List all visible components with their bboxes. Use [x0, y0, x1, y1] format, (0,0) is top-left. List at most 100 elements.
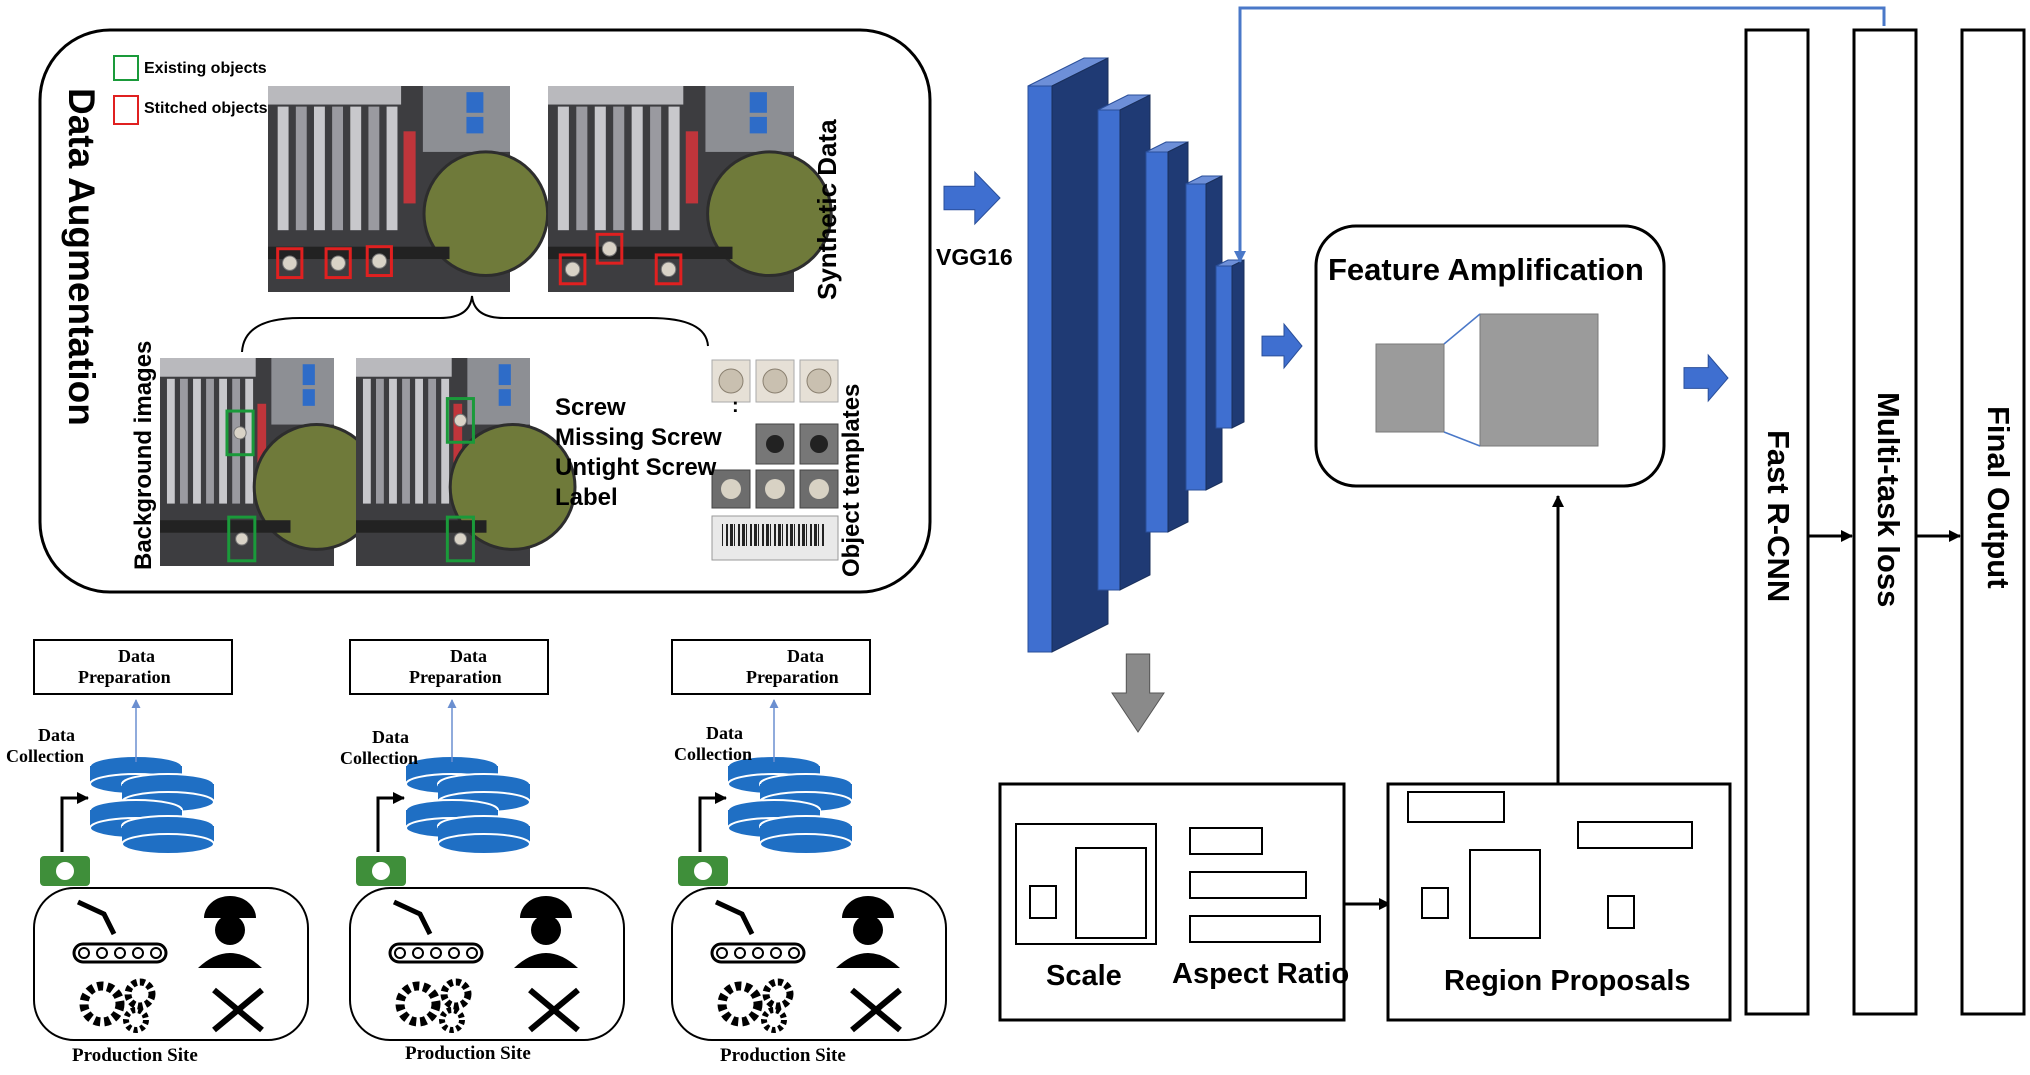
fast-rcnn-box: [1744, 28, 1810, 1016]
vgg-layer-3: [1145, 141, 1189, 533]
region-proposals-box: [1386, 782, 1732, 1022]
expansion-slot: [613, 106, 625, 231]
site2-collect-line1: Data: [372, 727, 409, 747]
worker-head-icon: [853, 915, 883, 945]
robot-arm-icon: [76, 899, 117, 936]
amplify-line-bottom: [1443, 431, 1481, 447]
screw: [235, 532, 249, 546]
site2-production-label: Production Site: [405, 1043, 531, 1064]
production-site-2: [349, 639, 625, 1041]
layer-side: [1119, 94, 1151, 591]
expansion-slot: [362, 378, 371, 504]
worker-body-icon: [198, 953, 262, 968]
vgg-layer-1: [1027, 57, 1109, 653]
robot-arm-icon: [714, 899, 755, 936]
object-templates-label: Object templates: [838, 383, 865, 577]
data-augmentation-title: Data Augmentation: [61, 88, 102, 426]
conveyor-icon: [710, 942, 806, 964]
layer-front: [1215, 265, 1233, 429]
stitched-object-box: [595, 232, 624, 265]
conveyor-roller: [448, 947, 460, 959]
scale-small-box: [1029, 885, 1057, 919]
collection-arrow: [376, 792, 405, 852]
expansion-slot: [206, 378, 214, 504]
conveyor-roller: [132, 947, 144, 959]
multitask-loss-label: Multi-task loss: [1871, 392, 1906, 608]
stitched-object-box: [558, 253, 587, 286]
final-output-label: Final Output: [1981, 406, 2016, 589]
skip-connection: [1234, 6, 1886, 263]
barcode-bar: [754, 524, 757, 546]
class-screw: Screw: [555, 394, 626, 421]
hole: [810, 435, 828, 453]
conveyor-roller: [150, 947, 162, 959]
card-strip: [453, 403, 463, 477]
board-bottom: [160, 520, 291, 533]
proposal-5: [1607, 895, 1635, 929]
barcode-bar: [726, 524, 728, 546]
fast-rcnn-label: Fast R-CNN: [1761, 430, 1796, 603]
conveyor-roller: [734, 947, 746, 959]
conveyor-roller: [430, 947, 442, 959]
screw-head: [806, 368, 832, 394]
stitched-object-box: [365, 245, 393, 278]
expansion-slot: [219, 378, 227, 504]
small-feature-map: [1375, 343, 1445, 433]
site1-production-label: Production Site: [72, 1045, 198, 1066]
conveyor-icon: [388, 942, 484, 964]
board-rail: [160, 358, 256, 377]
barcode-bar: [778, 524, 781, 546]
region-proposals-label: Region Proposals: [1444, 965, 1691, 997]
barcode-bar: [770, 524, 771, 546]
barcode-bar: [794, 524, 795, 546]
barcode-bar: [766, 524, 769, 546]
layer-side: [1231, 259, 1245, 429]
conveyor-roller: [78, 947, 90, 959]
scale-outer-box: [1015, 823, 1157, 945]
expansion-slot: [350, 106, 362, 231]
arrow-to-vgg: [943, 170, 1001, 226]
screw: [601, 241, 618, 257]
site1-collect-line2: Collection: [6, 746, 84, 766]
arrow-to-feature-amplification: [1261, 322, 1303, 370]
legend-stitched-box: [113, 95, 139, 125]
usb-port: [466, 116, 484, 134]
barcode-bar: [730, 524, 733, 546]
card-strip: [685, 131, 699, 204]
conveyor-roller: [466, 947, 478, 959]
final-output-box: [1960, 28, 2026, 1016]
existing-object-box: [227, 515, 257, 563]
legend-existing-box: [113, 55, 139, 81]
production-site-box: [671, 887, 947, 1041]
existing-object-box: [225, 409, 255, 457]
barcode-bar: [742, 524, 745, 546]
legend-stitched-label: Stitched objects: [144, 100, 268, 117]
board-bottom: [356, 520, 487, 533]
scale-large-box: [1075, 847, 1147, 939]
expansion-slot: [594, 106, 606, 231]
screw: [453, 413, 467, 427]
expansion-slot: [277, 106, 289, 231]
stitched-object-box: [276, 247, 304, 280]
usb-port: [466, 92, 484, 113]
expansion-slot: [650, 106, 662, 231]
gear-icon: [717, 981, 763, 1027]
barcode-bar: [734, 524, 735, 546]
screwdriver-icon: [212, 987, 264, 1033]
site1-prep-line1: Data: [118, 646, 155, 666]
site1-collect-line1: Data: [38, 725, 75, 745]
camera-lens: [372, 862, 390, 880]
large-feature-map: [1479, 313, 1599, 447]
worker-helmet-icon: [520, 896, 572, 918]
proposal-1: [1407, 791, 1505, 823]
gear-icon: [762, 978, 794, 1010]
scale-label: Scale: [1046, 960, 1122, 992]
barcode-bar: [738, 524, 740, 546]
class-label: Label: [555, 484, 618, 511]
proposal-3: [1421, 887, 1449, 919]
expansion-slot: [557, 106, 569, 231]
production-site-box: [33, 887, 309, 1041]
production-site-box: [349, 887, 625, 1041]
expansion-slot: [193, 378, 201, 504]
barcode-bar: [750, 524, 752, 546]
